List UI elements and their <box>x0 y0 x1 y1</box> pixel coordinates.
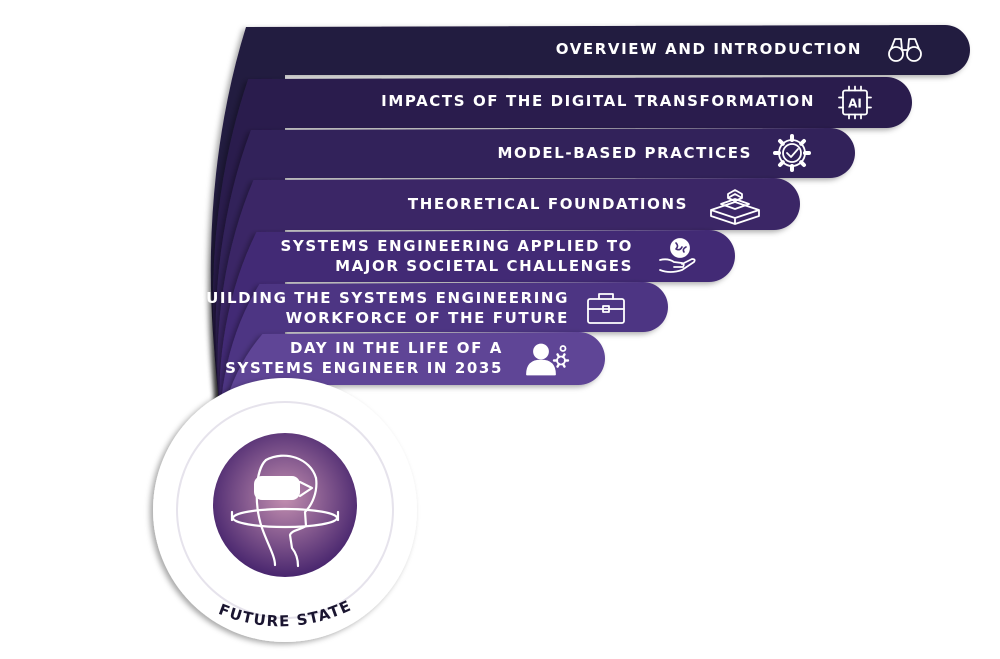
band-icons: AI <box>526 38 922 376</box>
inner-ring-outline <box>176 401 394 619</box>
band-label-line: OVERVIEW AND INTRODUCTION <box>555 40 862 58</box>
gear-check-icon <box>773 134 811 172</box>
band-label-line: DAY IN THE LIFE OF A <box>289 339 503 357</box>
band-label-line: SYSTEMS ENGINEERING APPLIED TO <box>280 237 633 255</box>
person-gear-icon <box>526 343 570 376</box>
future-state-node: FUTURE STATE <box>153 378 417 642</box>
band-label-line: IMPACTS OF THE DIGITAL TRANSFORMATION <box>381 92 815 110</box>
ai-chip-icon: AI <box>838 85 872 120</box>
band-label-line: WORKFORCE OF THE FUTURE <box>285 309 569 327</box>
band-label-overview: OVERVIEW AND INTRODUCTION <box>556 39 862 59</box>
band-label-model: MODEL-BASED PRACTICES <box>497 143 752 163</box>
hand-globe-icon <box>659 238 696 273</box>
band-label-line: BUILDING THE SYSTEMS ENGINEERING <box>193 289 569 307</box>
band-label-workforce: BUILDING THE SYSTEMS ENGINEERING WORKFORC… <box>193 288 569 328</box>
band-label-line: THEORETICAL FOUNDATIONS <box>407 195 688 213</box>
band-label-line: MAJOR SOCIETAL CHALLENGES <box>335 257 633 275</box>
briefcase-icon <box>587 293 625 324</box>
svg-text:AI: AI <box>848 97 862 111</box>
band-label-line: MODEL-BASED PRACTICES <box>497 144 752 162</box>
band-label-theory: THEORETICAL FOUNDATIONS <box>408 194 688 214</box>
binoculars-icon <box>888 38 922 62</box>
gradient-orb <box>213 433 357 577</box>
band-label-societal: SYSTEMS ENGINEERING APPLIED TO MAJOR SOCI… <box>281 236 634 276</box>
band-label-digital: IMPACTS OF THE DIGITAL TRANSFORMATION <box>381 91 815 111</box>
band-label-line: SYSTEMS ENGINEER IN 2035 <box>225 359 503 377</box>
vr-headset-person-icon <box>230 454 340 568</box>
band-label-dayinlife: DAY IN THE LIFE OF A SYSTEMS ENGINEER IN … <box>225 338 503 378</box>
stacked-blocks-icon <box>710 189 760 225</box>
